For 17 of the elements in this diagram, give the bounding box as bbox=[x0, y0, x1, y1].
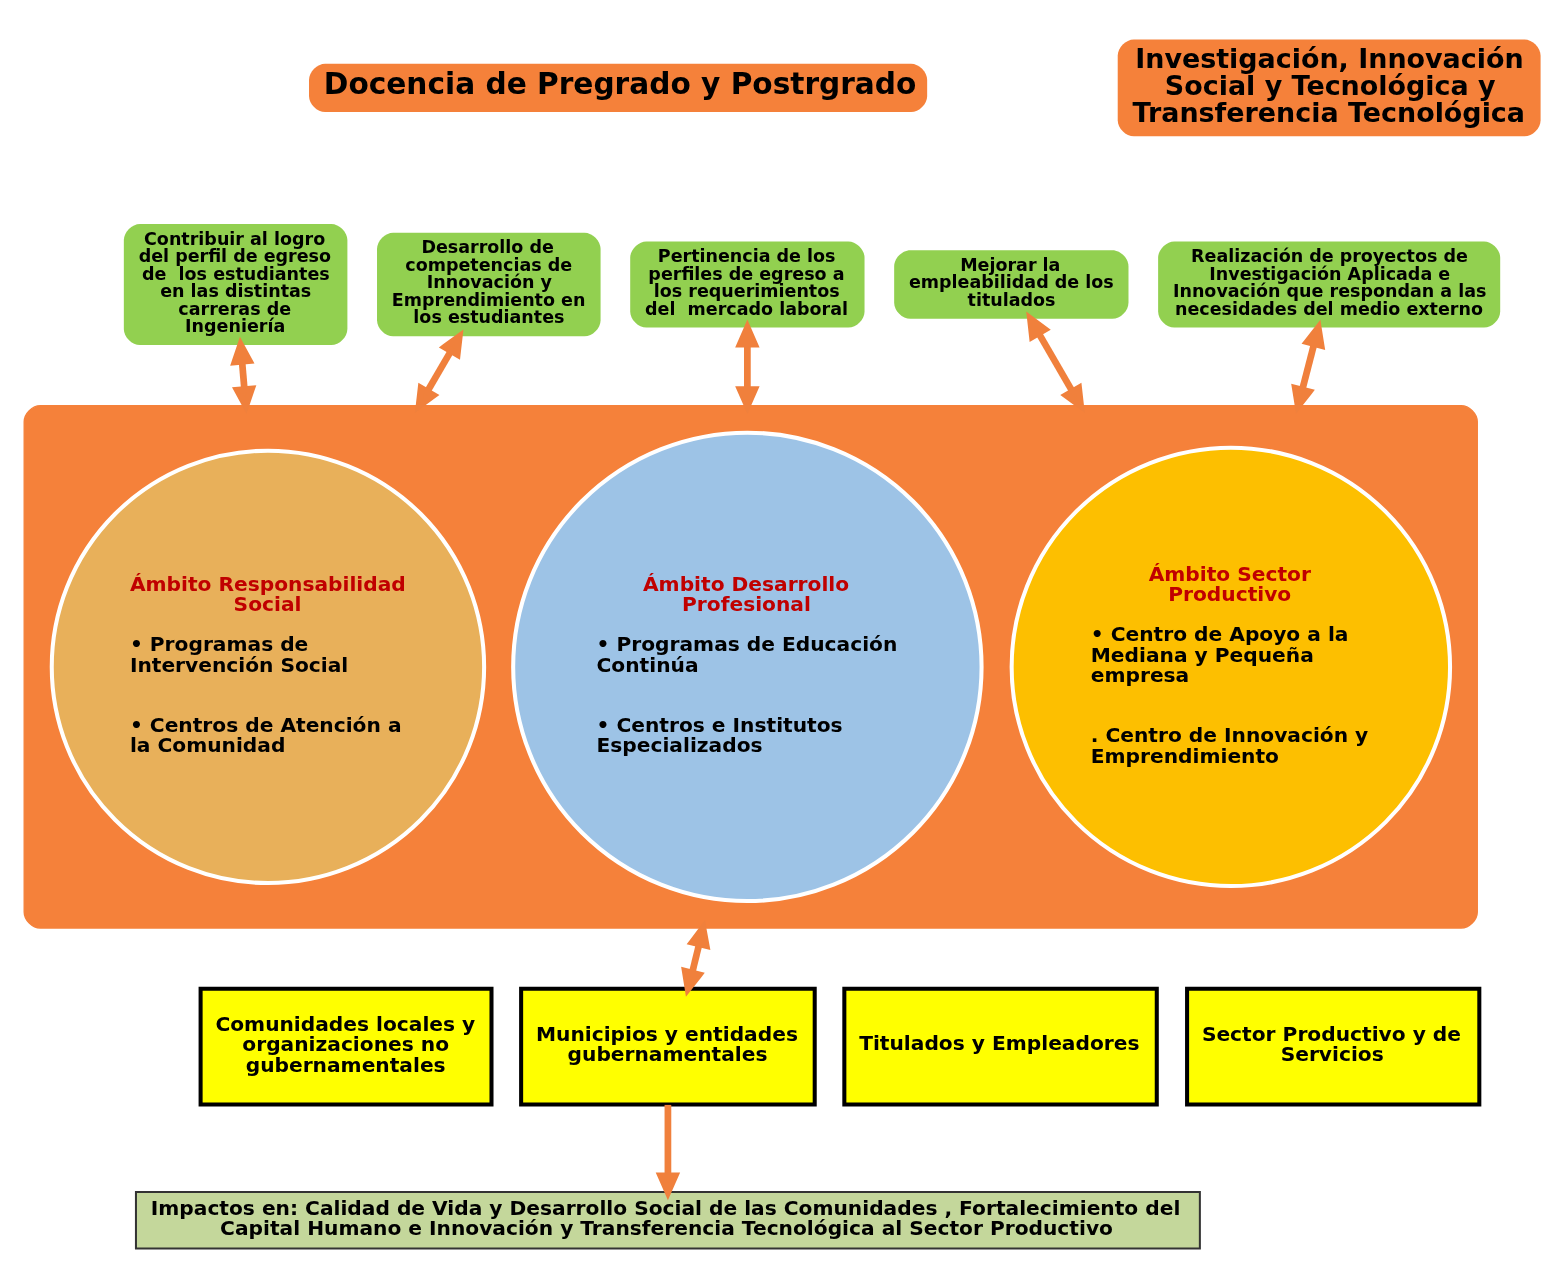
node-circle: Ámbito Responsabilidad Social • Programas de Intervención Social • Centros de Atención a la Comunidad bbox=[49, 448, 487, 886]
node-box: Titulados y Empleadores bbox=[842, 986, 1159, 1107]
node-circle: Ámbito Desarrollo Profesional • Programas de Educación Continúa • Centros e Institutos Especializados bbox=[511, 430, 984, 904]
node-box: Impactos en: Calidad de Vida y Desarrollo Social de las Comunidades , Fortalecimiento del Capital Humano e Innovación y Transferencia Tecnológica al Sector Productivo bbox=[134, 1191, 1201, 1250]
node-box: Mejorar la empleabilidad de los titulados bbox=[894, 250, 1129, 319]
node-box: Pertinencia de los perfiles de egreso a los requerimientos del mercado laboral bbox=[630, 241, 865, 328]
node-box: Desarrollo de competencias de Innovación y Emprendimiento en los estudiantes bbox=[377, 232, 601, 337]
node-box: Comunidades locales y organizaciones no gubernamentales bbox=[198, 986, 494, 1107]
node-box: Docencia de Pregrado y Postrgrado bbox=[309, 63, 928, 113]
node-box: Sector Productivo y de Servicios bbox=[1185, 986, 1482, 1107]
node-box: Contribuir al logro del perfil de egreso de los estudiantes en las distintas carreras de Ingeniería bbox=[123, 223, 348, 346]
arrow bbox=[655, 1104, 681, 1201]
node-box: Investigación, Innovación Social y Tecnológica y Transferencia Tecnológica bbox=[1117, 39, 1541, 137]
node-box: Municipios y entidades gubernamentales bbox=[519, 986, 817, 1107]
node-box: Realización de proyectos de Investigación Aplicada e Innovación que respondan a las necesidades del medio externo bbox=[1158, 241, 1501, 328]
node-circle: Ámbito Sector Productivo • Centro de Apoyo a la Mediana y Pequeña empresa . Centro de Innovación y Emprendimiento bbox=[1009, 445, 1453, 889]
cluster bbox=[23, 405, 1478, 929]
